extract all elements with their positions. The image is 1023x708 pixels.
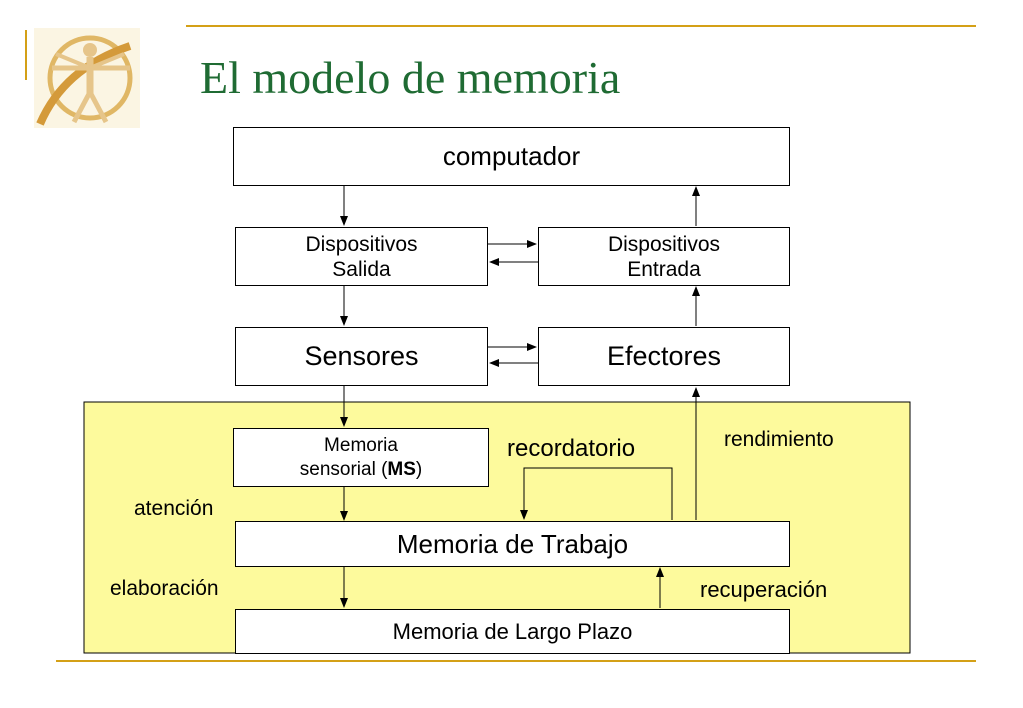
entrada-line2: Entrada [627, 257, 701, 281]
memoria-trabajo-box: Memoria de Trabajo [235, 521, 790, 567]
arrow-recordatorio-loop [520, 467, 673, 520]
entrada-line1: Dispositivos [607, 232, 721, 256]
ms-line2: sensorial (MS) [299, 458, 423, 480]
dispositivos-salida-box: Dispositivos Salida [235, 227, 488, 286]
vitruvian-man-icon [34, 28, 140, 128]
vitruvian-man-logo [34, 28, 140, 128]
computador-box: computador [233, 127, 790, 186]
recuperacion-label: recuperación [700, 577, 828, 602]
efectores-label: Efectores [606, 341, 722, 371]
computador-label: computador [442, 141, 581, 171]
salida-line1: Dispositivos [305, 232, 418, 256]
rendimiento-label: rendimiento [724, 428, 834, 451]
memoria-trabajo-label: Memoria de Trabajo [396, 528, 629, 559]
sensores-label: Sensores [304, 341, 419, 371]
memoria-largo-plazo-label: Memoria de Largo Plazo [392, 618, 633, 644]
ms-abbrev: MS [387, 458, 416, 480]
memoria-largo-plazo-box: Memoria de Largo Plazo [235, 609, 790, 654]
page-title: El modelo de memoria [200, 52, 621, 103]
atencion-label: atención [134, 497, 214, 520]
efectores-box: Efectores [538, 327, 790, 386]
dispositivos-entrada-box: Dispositivos Entrada [538, 227, 790, 286]
recordatorio-label: recordatorio [507, 435, 636, 462]
memoria-sensorial-box: Memoria sensorial (MS) [233, 428, 489, 487]
ms-line1: Memoria [324, 434, 398, 456]
elaboracion-label: elaboración [110, 577, 219, 600]
salida-line2: Salida [332, 257, 391, 281]
sensores-box: Sensores [235, 327, 488, 386]
